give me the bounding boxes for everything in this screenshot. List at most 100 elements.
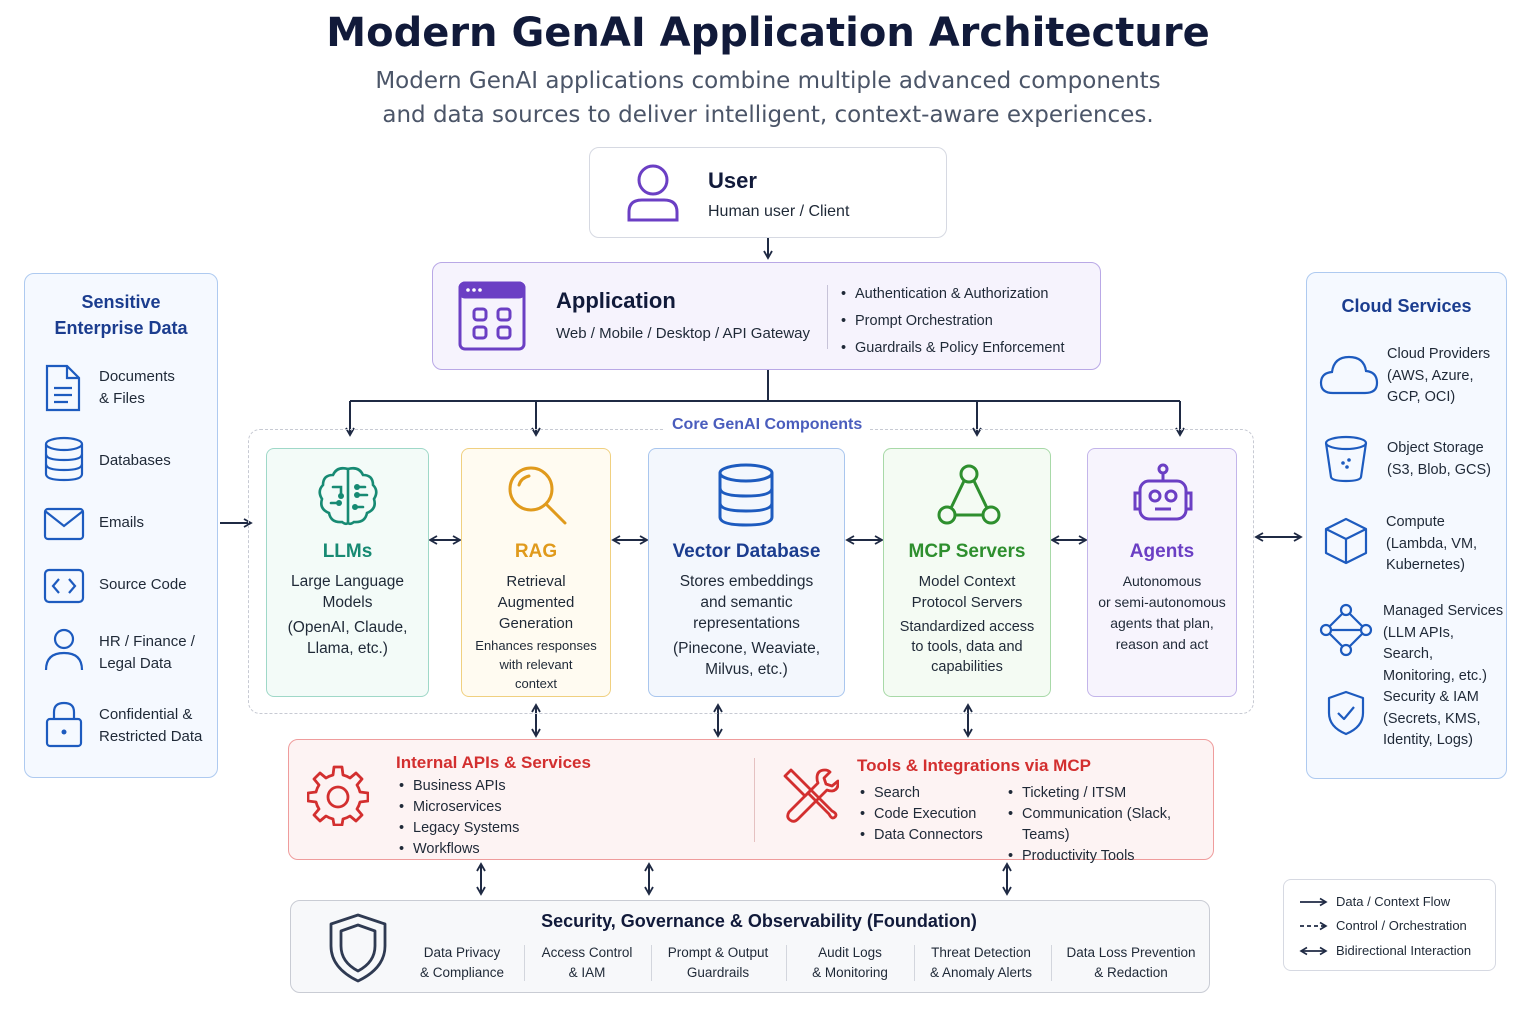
internal-api-item: Business APIs — [397, 776, 519, 797]
rag-title: RAG — [514, 541, 558, 562]
application-features: Authentication & Authorization Prompt Or… — [839, 281, 1065, 362]
cloud-item-line: (Lambda, VM, — [1386, 535, 1478, 552]
cloud-item-line: Object Storage — [1387, 440, 1484, 456]
data-item-line: Restricted Data — [99, 728, 203, 745]
application-title: Application — [556, 288, 676, 313]
tool-item: Productivity Tools — [1006, 846, 1213, 867]
internal-api-item: Legacy Systems — [397, 818, 519, 839]
data-item-line: Documents — [99, 368, 175, 385]
foundation-separator — [786, 945, 787, 981]
application-subtitle: Web / Mobile / Desktop / API Gateway — [556, 325, 811, 342]
application-feature: Guardrails & Policy Enforcement — [839, 335, 1065, 362]
network-icon — [1319, 603, 1373, 657]
sensitive-data-panel: Sensitive Enterprise Data Documents & Fi… — [24, 273, 218, 778]
data-item-hr-finance-legal: HR / Finance / Legal Data — [99, 631, 195, 675]
foundation-item-line: & Redaction — [1094, 965, 1168, 980]
app-fanout-line — [350, 370, 1180, 402]
rag-desc-line: Retrieval — [506, 573, 566, 590]
cloud-item-object-storage: Object Storage (S3, Blob, GCS) — [1387, 438, 1491, 481]
database-icon — [44, 436, 84, 482]
vector-db-description: Stores embeddings and semantic represent… — [655, 571, 838, 680]
data-item-confidential: Confidential & Restricted Data — [99, 704, 202, 748]
cloud-icon — [1319, 355, 1379, 395]
foundation-item-data-privacy: Data Privacy & Compliance — [403, 943, 521, 983]
cloud-item-line: Security & IAM — [1383, 689, 1479, 705]
data-item-emails: Emails — [99, 514, 145, 531]
internal-api-item: Microservices — [397, 797, 519, 818]
cloud-item-line: Managed Services — [1383, 603, 1504, 619]
mcp-servers-card: MCP Servers Model Context Protocol Serve… — [883, 448, 1051, 697]
foundation-item-line: & Anomaly Alerts — [929, 965, 1033, 980]
person-icon — [44, 628, 84, 671]
data-item-line: Legal Data — [99, 655, 172, 672]
cloud-item-compute: Compute (Lambda, VM, Kubernetes) — [1386, 512, 1477, 577]
shield-icon — [329, 913, 387, 983]
vector-desc-line: representations — [693, 615, 800, 632]
llms-description: Large Language Models (OpenAI, Claude, L… — [273, 571, 422, 659]
foundation-item-line: Data Privacy — [423, 945, 501, 960]
legend-control: Control / Orchestration — [1336, 918, 1467, 933]
foundation-item-line: & Monitoring — [812, 965, 888, 980]
data-item-line: Confidential & — [99, 706, 193, 723]
mcp-desc-line: Protocol Servers — [911, 594, 1023, 611]
rag-desc-line: with relevant — [499, 657, 573, 672]
agents-description: Autonomous or semi-autonomous agents tha… — [1094, 571, 1230, 655]
user-title: User — [708, 168, 757, 193]
foundation-separator — [1051, 945, 1052, 981]
foundation-item-line: Access Control — [541, 945, 633, 960]
rag-desc-line: context — [515, 676, 557, 691]
agents-desc-line: Autonomous — [1122, 573, 1202, 589]
foundation-item-line: & IAM — [568, 965, 606, 980]
cloud-item-line: Monitoring, etc.) — [1383, 667, 1487, 684]
rag-description: Retrieval Augmented Generation Enhances … — [468, 571, 604, 693]
mcp-desc-line: to tools, data and — [911, 639, 1023, 655]
mcp-servers-description: Model Context Protocol Servers Standardi… — [890, 571, 1044, 677]
lock-icon — [45, 701, 83, 748]
tools-integrations-title: Tools & Integrations via MCP — [857, 756, 1091, 775]
app-window-icon — [458, 281, 526, 351]
tool-item: Communication (Slack, Teams) — [1006, 804, 1213, 846]
foundation-separator — [914, 945, 915, 981]
code-icon — [43, 568, 85, 604]
agents-title: Agents — [1129, 541, 1195, 562]
llms-desc-line: Llama, etc.) — [307, 640, 388, 657]
user-icon — [627, 164, 679, 222]
data-item-documents: Documents & Files — [99, 366, 175, 410]
data-item-line: HR / Finance / — [99, 633, 195, 650]
cloud-item-line: (S3, Blob, GCS) — [1387, 461, 1491, 478]
legend-bidirectional: Bidirectional Interaction — [1336, 943, 1472, 958]
document-icon — [45, 364, 81, 412]
tools-list-col2: Ticketing / ITSM Communication (Slack, T… — [1006, 783, 1213, 867]
vector-database-icon — [718, 463, 774, 527]
llms-card: LLMs Large Language Models (OpenAI, Clau… — [266, 448, 429, 697]
foundation-item-dlp: Data Loss Prevention & Redaction — [1058, 943, 1204, 983]
vector-db-title: Vector Database — [672, 541, 821, 562]
internal-apis-list: Business APIs Microservices Legacy Syste… — [397, 776, 519, 860]
robot-icon — [1133, 463, 1193, 521]
cloud-services-title: Cloud Services — [1341, 296, 1472, 316]
cloud-item-security-iam: Security & IAM (Secrets, KMS, Identity, … — [1383, 687, 1481, 752]
rag-desc-line: Augmented — [497, 594, 575, 611]
tool-item: Code Execution — [858, 804, 983, 825]
foundation-item-threat-detection: Threat Detection & Anomaly Alerts — [916, 943, 1046, 983]
foundation-item-access-control: Access Control & IAM — [528, 943, 646, 983]
user-box: User Human user / Client — [589, 147, 947, 238]
foundation-item-line: Threat Detection — [931, 945, 1031, 960]
user-subtitle: Human user / Client — [708, 203, 850, 220]
application-feature: Prompt Orchestration — [839, 308, 1065, 335]
data-item-source-code: Source Code — [99, 576, 187, 593]
foundation-item-audit-logs: Audit Logs & Monitoring — [791, 943, 909, 983]
foundation-separator — [651, 945, 652, 981]
cloud-services-panel: Cloud Services Cloud Providers (AWS, Azu… — [1306, 272, 1507, 779]
mcp-desc-line: capabilities — [931, 659, 1003, 675]
rag-card: RAG Retrieval Augmented Generation Enhan… — [461, 448, 611, 697]
brain-icon — [318, 466, 378, 526]
legend: Data / Context Flow Control / Orchestrat… — [1283, 879, 1496, 971]
cloud-item-line: Compute — [1386, 514, 1445, 530]
cloud-item-managed-services: Managed Services (LLM APIs, Search, Moni… — [1383, 601, 1506, 687]
legend-arrows — [1299, 897, 1328, 956]
cloud-item-line: Identity, Logs) — [1383, 732, 1474, 748]
tools-list-col1: Search Code Execution Data Connectors — [858, 783, 983, 846]
tool-item: Data Connectors — [858, 825, 983, 846]
foundation-item-line: Audit Logs — [818, 945, 882, 960]
